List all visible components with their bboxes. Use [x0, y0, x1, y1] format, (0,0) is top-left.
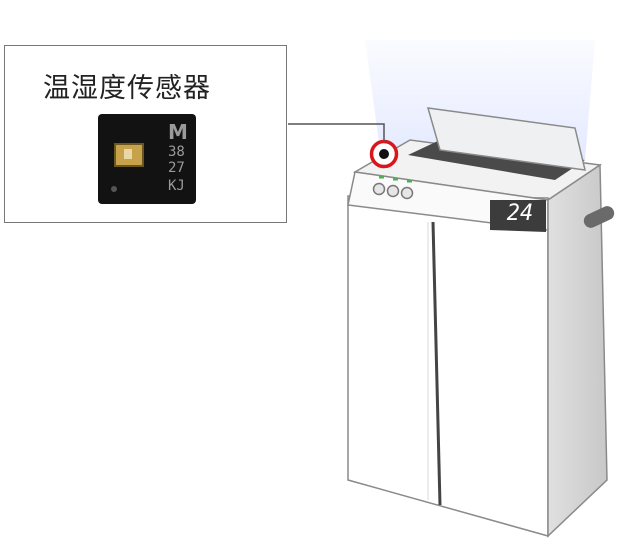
chip-marking-1: 38	[168, 144, 185, 160]
indicator-light-3	[407, 180, 412, 183]
chip-marking-2: 27	[168, 160, 185, 176]
device-side	[547, 163, 608, 538]
chip-pin1-dot	[111, 186, 117, 192]
sensor-chip-image: M 38 27 KJ	[98, 114, 196, 204]
side-handle	[583, 206, 615, 228]
chip-marking-3: KJ	[168, 178, 185, 194]
callout-connector	[288, 123, 385, 142]
chip-die	[114, 143, 144, 167]
callout-title: 温湿度传感器	[43, 73, 211, 104]
sensor-callout: 温湿度传感器 M 38 27 KJ	[4, 45, 287, 223]
display-readout: 24	[506, 201, 534, 226]
indicator-light-2	[393, 178, 398, 181]
control-button-3[interactable]	[400, 186, 414, 200]
sensor-dot	[379, 149, 389, 159]
vent-flap	[426, 107, 586, 171]
control-button-2[interactable]	[386, 184, 400, 198]
indicator-light-1	[379, 176, 384, 179]
chip-logo: M	[168, 120, 188, 144]
display-panel	[490, 200, 546, 232]
door-seam	[431, 221, 442, 506]
device-front	[347, 195, 549, 537]
control-button-1[interactable]	[372, 182, 386, 196]
